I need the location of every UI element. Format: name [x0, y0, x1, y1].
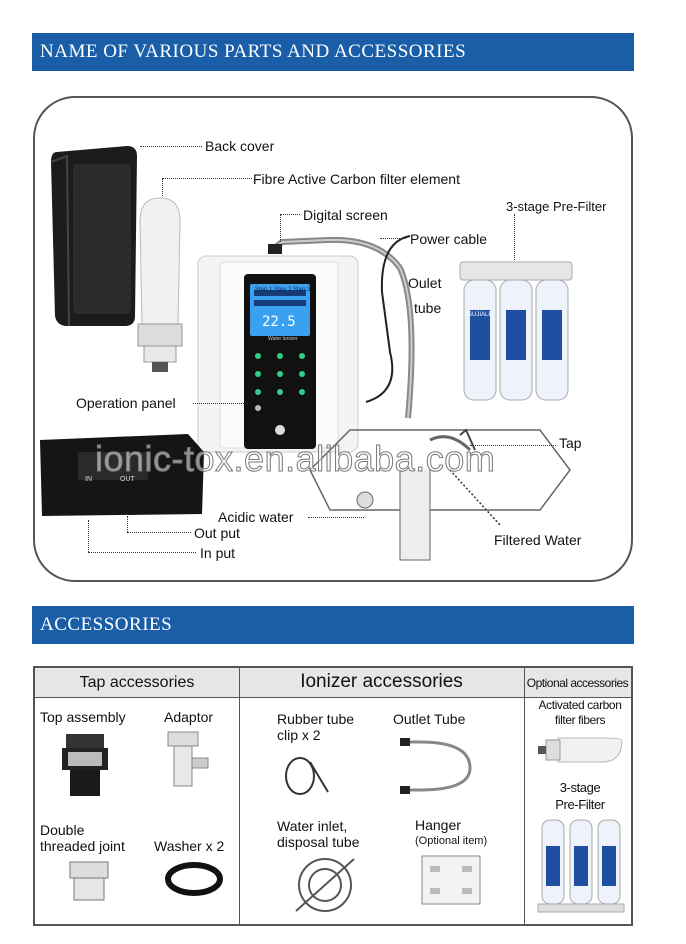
hanger-icon [421, 855, 481, 905]
pre-filter-vleader [514, 214, 515, 260]
activated-carbon-filter-icon [538, 737, 623, 763]
water-inlet-label-1: Water inlet, [277, 818, 348, 834]
outlet-tube-illustration [268, 236, 415, 419]
tap-label: Tap [559, 435, 582, 451]
header-ionizer-cell: Ionizer accessories [239, 668, 524, 698]
in-put-vleader [88, 520, 89, 552]
filtered-water-label: Filtered Water [494, 532, 582, 548]
activated-carbon-label-2: filter fibers [554, 713, 606, 727]
column-divider-2 [524, 668, 525, 924]
header-tap-cell: Tap accessories [35, 668, 239, 698]
back-cover-label: Back cover [205, 138, 275, 154]
header-optional-cell: Optional accessories [524, 668, 631, 698]
hanger-label: Hanger [415, 817, 461, 833]
rubber-clip-label-2: clip x 2 [277, 727, 321, 743]
adaptor-icon [167, 731, 209, 787]
out-put-label: Out put [194, 525, 240, 541]
accessories-table: Tap accessories Ionizer accessories Opti… [33, 666, 633, 926]
power-cable-leader [380, 238, 406, 239]
hanger-note: (Optional item) [415, 835, 488, 847]
unit-bottom-view-illustration [40, 434, 204, 516]
optional-accessories-header: Optional accessories [526, 676, 629, 690]
digital-screen-label: Digital screen [303, 207, 388, 223]
double-threaded-joint-icon [69, 861, 109, 901]
pre-filter-label: 3-stage Pre-Filter [506, 199, 607, 214]
section-banner-accessories: ACCESSORIES [32, 606, 634, 644]
port-out-label: OUT [120, 476, 135, 483]
digital-screen-leader [280, 214, 300, 215]
outlet-tube-acc-label: Outlet Tube [393, 711, 466, 727]
column-divider-1 [239, 668, 240, 924]
sink-illustration [309, 428, 571, 561]
power-cable-label: Power cable [410, 231, 488, 247]
activated-carbon-label-1: Activated carbon [538, 698, 622, 712]
in-put-label: In put [200, 545, 236, 561]
outlet-tube-acc-icon [400, 738, 472, 794]
operation-panel-leader [193, 403, 248, 404]
filtered-water-leader [449, 469, 501, 526]
out-put-vleader [127, 516, 128, 532]
ionizer-accessories-header: Ionizer accessories [300, 671, 463, 692]
watermark: ionic-tox.en.alibaba.com [94, 438, 496, 480]
water-inlet-tube-icon [295, 858, 355, 912]
adaptor-label: Adaptor [164, 709, 214, 725]
double-joint-label-2: threaded joint [40, 838, 125, 854]
acidic-water-label: Acidic water [218, 509, 294, 525]
pre-filter-opt-label-2: Pre-Filter [555, 797, 605, 812]
outlet-tube-label: tube [414, 300, 442, 316]
section-banner-parts: NAME OF VARIOUS PARTS AND ACCESSORIES [32, 33, 634, 71]
section-title-accessories: ACCESSORIES [40, 614, 173, 635]
section-title-parts: NAME OF VARIOUS PARTS AND ACCESSORIES [40, 41, 467, 62]
carbon-filter-element-illustration [137, 197, 183, 372]
top-assembly-icon [62, 734, 108, 796]
fibre-filter-vleader [162, 178, 163, 196]
double-joint-label-1: Double [40, 822, 85, 838]
pre-filter-illustration [459, 261, 573, 401]
water-inlet-label-2: disposal tube [277, 834, 360, 850]
back-cover-leader [140, 146, 202, 147]
acidic-water-leader [308, 517, 364, 518]
tap-accessories-header: Tap accessories [79, 674, 195, 691]
outlet-label: Oulet [408, 275, 442, 291]
tap-leader [470, 445, 556, 446]
screen-temperature: 22.5 [262, 314, 296, 330]
digital-screen-vleader [280, 214, 281, 242]
parts-diagram-frame [33, 96, 633, 582]
power-cable-illustration [365, 235, 411, 403]
washer-icon [165, 862, 223, 896]
out-put-leader [127, 532, 191, 533]
rubber-clip-label-1: Rubber tube [277, 711, 355, 727]
device-brand: Water Ionizer [268, 336, 298, 342]
screen-step-row: Step 1 Step 2 Step 3 [255, 287, 311, 293]
rubber-clip-icon [285, 757, 329, 795]
back-cover-illustration [50, 146, 137, 327]
in-put-leader [88, 552, 196, 553]
pre-filter-opt-icon [537, 819, 625, 913]
fibre-filter-label: Fibre Active Carbon filter element [253, 171, 460, 187]
port-in-label: IN [85, 476, 92, 483]
top-assembly-label: Top assembly [40, 709, 126, 725]
washer-label: Washer x 2 [154, 838, 225, 854]
fibre-filter-leader [162, 178, 252, 179]
operation-panel-label: Operation panel [76, 395, 176, 411]
pre-filter-brand: SUJIALE [468, 312, 493, 318]
pre-filter-opt-label-1: 3-stage [559, 780, 601, 795]
